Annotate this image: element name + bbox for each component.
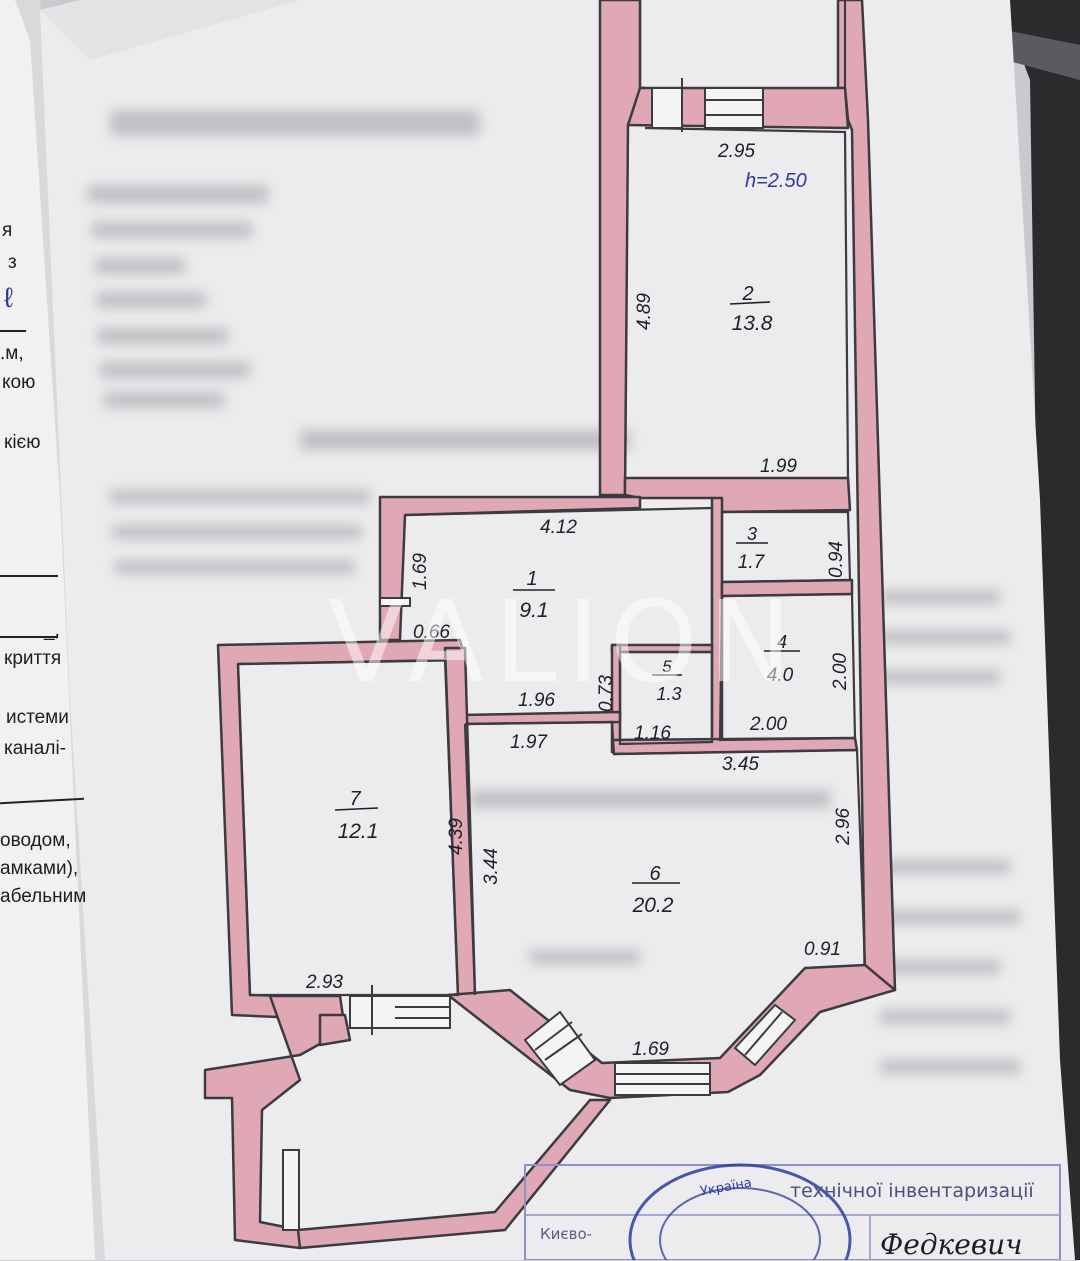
dim-room3-right: 0.94 <box>826 541 847 578</box>
dim-room5-left: 0.73 <box>596 675 617 712</box>
dim-room6-left: 3.44 <box>481 848 502 885</box>
room-2-number: 2 <box>741 283 753 305</box>
left-page-fragment: .м, <box>0 343 24 364</box>
left-page-fragment: абельним <box>0 886 87 907</box>
room-6-number: 6 <box>649 863 661 885</box>
dim-room1-left: 1.69 <box>410 553 431 590</box>
room-5-number: 5 <box>662 657 672 676</box>
dim-room2-bottom: 1.99 <box>760 456 797 477</box>
left-page-rule <box>0 330 26 332</box>
dim-room1-bottom: 1.96 <box>518 690 555 711</box>
dim-room4-right: 2.00 <box>830 653 851 691</box>
stamp-city: Києво- <box>540 1225 593 1243</box>
plan-sheet <box>40 0 1075 1260</box>
dim-room7-right: 4.39 <box>446 818 467 855</box>
room-3-number: 3 <box>747 524 757 544</box>
room-labels: 2 13.8 1 9.1 3 1.7 4 4.0 5 1.3 6 20.2 7 … <box>334 283 800 917</box>
left-page-fragment: криття <box>4 648 62 669</box>
room-1-area: 9.1 <box>519 599 548 622</box>
ceiling-height-note: h=2.50 <box>745 170 807 192</box>
round-seal <box>628 1163 852 1260</box>
room-7-number: 7 <box>349 788 361 810</box>
dim-room2-height: 4.89 <box>634 293 655 330</box>
room-3-area: 1.7 <box>738 552 766 573</box>
room-5-area: 1.3 <box>656 684 681 704</box>
dim-room1-top: 4.12 <box>540 517 577 538</box>
plan-sheet-fold <box>40 0 300 60</box>
left-page-rule <box>0 575 58 577</box>
binder-ring <box>1005 30 1080 80</box>
left-page-fragment: истеми <box>6 707 69 728</box>
left-page-fragment: з <box>8 252 17 273</box>
left-page-fragment: я <box>2 220 13 241</box>
left-page-fragment: кією <box>4 432 41 453</box>
dim-top-width: 2.95 <box>717 141 755 162</box>
left-page-fragment: ℓ <box>4 282 14 313</box>
dim-room6-top-right: 3.45 <box>722 754 759 775</box>
left-page-fragment: _, <box>44 620 60 641</box>
room-1-number: 1 <box>526 568 537 590</box>
left-page-fragment: кою <box>2 372 36 393</box>
stamp-agency: технічної інвентаризації <box>790 1180 1034 1202</box>
stamp <box>524 1163 1061 1260</box>
left-page-fragment: оводом, <box>0 830 71 851</box>
windows <box>282 78 797 1231</box>
left-page-rule <box>0 636 58 638</box>
room-4-area: 4.0 <box>767 665 794 686</box>
stamp-signature: Федкевич <box>880 1228 1023 1261</box>
dimension-labels: 2.95 4.89 1.99 4.12 1.69 0.66 1.96 0.73 … <box>305 141 854 1060</box>
room-6-area: 20.2 <box>632 894 674 917</box>
dim-room4-bottom: 2.00 <box>749 714 787 735</box>
room-4-number: 4 <box>777 632 787 652</box>
dim-room6-top-left: 1.97 <box>510 732 548 753</box>
dim-bay-bottom: 1.69 <box>632 1039 669 1060</box>
room-outlines <box>236 0 867 997</box>
dim-room6-right: 2.96 <box>833 808 854 846</box>
dim-room1-notch: 0.66 <box>413 622 450 643</box>
room-7-area: 12.1 <box>338 820 379 843</box>
left-page-fragment: каналі- <box>4 738 66 759</box>
dim-room5-bottom: 1.16 <box>634 723 671 744</box>
blurred-background-text <box>88 110 1020 1074</box>
dim-room6-corner: 0.91 <box>804 939 841 960</box>
room-2-area: 13.8 <box>732 312 773 335</box>
dim-room7-bottom: 2.93 <box>305 972 343 993</box>
left-page-fragment: амками), <box>0 858 79 879</box>
